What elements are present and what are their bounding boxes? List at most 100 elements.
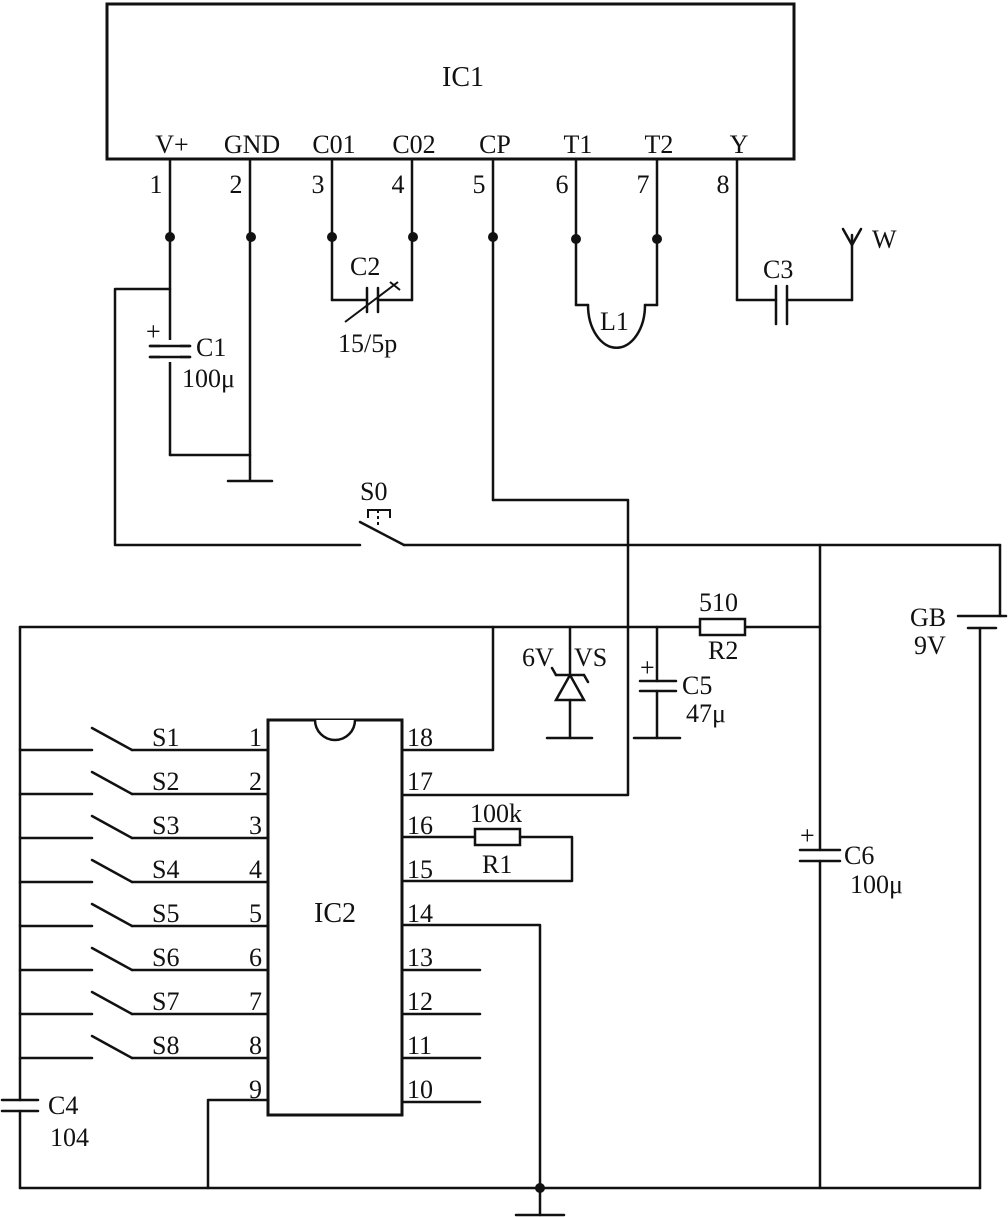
c1-label: C1 (196, 333, 226, 362)
switch-s6: S6 (18, 943, 270, 972)
ic1-junctions (165, 232, 662, 244)
c4-label: C4 (48, 1091, 78, 1120)
switch-s5: S5 (18, 899, 270, 928)
ic1-pin-number: 1 (150, 170, 163, 199)
capacitor-c6: + C6 100μ (798, 543, 903, 1190)
c3-label: C3 (763, 255, 793, 284)
ic1-leads (168, 157, 739, 502)
cp-wire (401, 498, 630, 797)
c2-label: C2 (350, 252, 380, 281)
ic1-pin-number: 3 (312, 170, 325, 199)
capacitor-c3: C3 (735, 255, 854, 326)
switch-s3: S3 (18, 811, 270, 840)
ic1-pin-name: GND (224, 130, 280, 159)
vs-value: 6V (522, 643, 554, 672)
r2-label: R2 (708, 636, 738, 665)
r2-value: 510 (699, 588, 738, 617)
ic2-pin-number: 16 (407, 811, 433, 840)
ic2-pin-number: 3 (249, 811, 262, 840)
c1-plus: + (146, 317, 161, 346)
ic2-pin-number: 12 (407, 987, 433, 1016)
regulated-rail: 510 R2 (18, 588, 822, 1102)
c5-plus: + (640, 653, 655, 682)
s0-label: S0 (360, 477, 387, 506)
ic2-pin-number: 14 (407, 899, 433, 928)
gb-label: GB (910, 603, 946, 632)
c6-plus: + (800, 821, 815, 850)
capacitor-c1: + C1 100μ (146, 317, 235, 393)
ic2-pin-number: 8 (249, 1031, 262, 1060)
ic2-pin-number: 1 (249, 723, 262, 752)
c4-value: 104 (50, 1123, 89, 1152)
r1-value: 100k (470, 799, 522, 828)
ic1-label: IC1 (442, 62, 484, 93)
c6-label: C6 (844, 841, 874, 870)
ground-rail (18, 1098, 982, 1217)
switch-label: S8 (152, 1031, 179, 1060)
antenna-w: W (841, 225, 897, 302)
ground-top (168, 453, 274, 483)
power-rail: S0 (113, 287, 1002, 547)
ic2-pin-number: 5 (249, 899, 262, 928)
inductor-l1: L1 (574, 303, 659, 349)
ic2-pin-number: 13 (407, 943, 433, 972)
gb-value: 9V (914, 631, 946, 660)
ic2-pin-number: 15 (407, 855, 433, 884)
ic1-pin-name: V+ (155, 130, 188, 159)
switch-s2: S2 (18, 767, 270, 796)
ic2-pin-number: 18 (407, 723, 433, 752)
ic2-body (266, 718, 404, 1117)
c2-value: 15/5p (338, 329, 397, 358)
switch-s7: S7 (18, 987, 270, 1016)
switch-label: S2 (152, 767, 179, 796)
switch-s4: S4 (18, 855, 270, 884)
ic1-pin-name: Y (730, 130, 749, 159)
ic2-pin-number: 17 (407, 767, 433, 796)
ic1-pin-number: 5 (473, 170, 486, 199)
l1-label: L1 (600, 307, 629, 336)
ic1-pin-name: CP (479, 130, 511, 159)
ic2-pin-number: 10 (407, 1075, 433, 1104)
ic1-pin-number: 8 (717, 170, 730, 199)
ic2-pin-number: 7 (249, 987, 262, 1016)
w-label: W (872, 225, 897, 254)
capacitor-c2: C2 15/5p (330, 252, 414, 358)
capacitor-c5: + C5 47μ (632, 625, 726, 740)
switch-s1: S1 (18, 723, 270, 752)
switch-label: S6 (152, 943, 179, 972)
c1-value: 100μ (182, 364, 235, 393)
switch-label: S3 (152, 811, 179, 840)
ic1-pin-number: 6 (556, 170, 569, 199)
switch-label: S4 (152, 855, 179, 884)
ic2-pin-number: 6 (249, 943, 262, 972)
ic2-pin-number: 2 (249, 767, 262, 796)
capacitor-c4: C4 104 (0, 1091, 89, 1190)
switch-s8: S8 (18, 1031, 270, 1060)
resistor-r1: 100k R1 (401, 799, 574, 883)
switch-label: S1 (152, 723, 179, 752)
pin14-wire (401, 923, 542, 1190)
battery-gb: GB 9V (910, 543, 1008, 1190)
r1-label: R1 (482, 850, 512, 879)
ic1-pin-number: 7 (637, 170, 650, 199)
ic2-right-pins: 18 17 16 15 14 13 12 11 10 (401, 723, 482, 1104)
ic2-pin-number: 4 (249, 855, 262, 884)
switch-label: S7 (152, 987, 179, 1016)
ic2-pin-number: 11 (407, 1031, 432, 1060)
ic1-pin-name: T2 (645, 130, 674, 159)
ic2-pin-number: 9 (249, 1075, 262, 1104)
ic2-left-pins: 1 2 3 4 5 6 7 8 9 (249, 723, 262, 1104)
ic1-pin-name: T1 (564, 130, 593, 159)
ic1-pin-name: C01 (312, 130, 355, 159)
switch-label: S5 (152, 899, 179, 928)
ic1-body (105, 2, 796, 161)
ic1-pin-number: 2 (230, 170, 243, 199)
c5-label: C5 (682, 671, 712, 700)
c5-value: 47μ (686, 699, 726, 728)
zener-vs: 6V VS (522, 625, 607, 740)
